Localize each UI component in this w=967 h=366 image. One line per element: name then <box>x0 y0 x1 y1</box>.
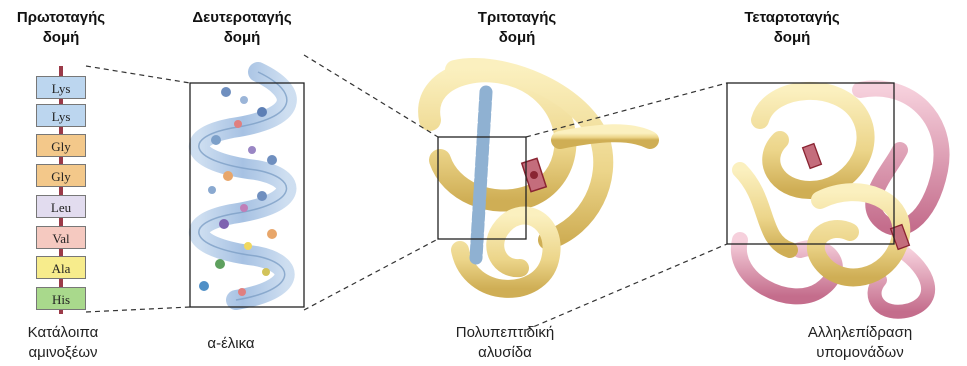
primary-caption-line-1: Κατάλοιπα <box>4 323 122 343</box>
tertiary-structure-caption: Πολυπεπτιδική αλυσίδα <box>440 323 570 363</box>
residue-box: His <box>36 287 86 310</box>
quaternary-complex-image <box>739 88 942 311</box>
residue-box: Gly <box>36 134 86 157</box>
residue-box: Val <box>36 226 86 249</box>
residue-box: Gly <box>36 164 86 187</box>
alpha-helix-image <box>199 72 287 300</box>
quaternary-caption-line-1: Αλληλεπίδραση <box>790 323 930 343</box>
primary-caption-line-2: αμινοξέων <box>4 343 122 363</box>
secondary-caption-line-1: α-έλικα <box>186 334 276 354</box>
tertiary-caption-line-2: αλυσίδα <box>440 343 570 363</box>
subunit-yellow-2 <box>816 192 901 277</box>
tertiary-caption-line-1: Πολυπεπτιδική <box>440 323 570 343</box>
helix-backbone <box>199 72 287 300</box>
subunit-yellow-1 <box>760 91 866 190</box>
tertiary-fold-image <box>429 68 650 289</box>
tertiary-helix-segment <box>476 92 486 258</box>
secondary-structure-caption: α-έλικα <box>186 334 276 354</box>
residue-box: Ala <box>36 256 86 279</box>
quaternary-structure-caption: Αλληλεπίδραση υπομονάδων <box>790 323 930 363</box>
heme-group-a <box>803 144 822 169</box>
primary-structure-caption: Κατάλοιπα αμινοξέων <box>4 323 122 363</box>
residue-box: Lys <box>36 76 86 99</box>
ribbon-arm <box>560 133 650 140</box>
residue-box: Leu <box>36 195 86 218</box>
quaternary-caption-line-2: υπομονάδων <box>790 343 930 363</box>
residue-box: Lys <box>36 104 86 127</box>
zoom-connector-lines <box>86 55 727 330</box>
